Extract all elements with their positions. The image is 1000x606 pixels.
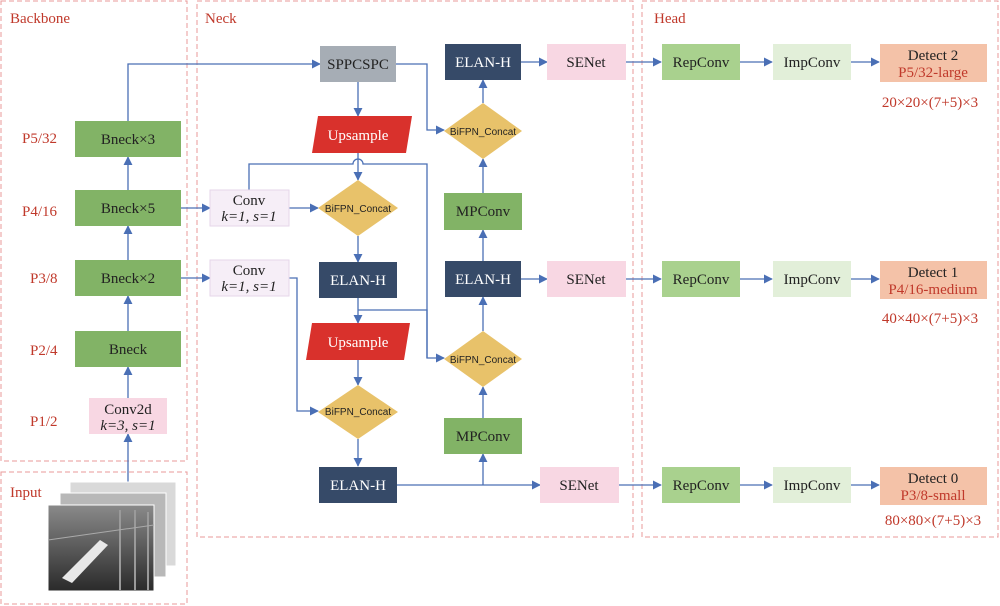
conv2d-params: k=3, s=1 xyxy=(100,418,155,434)
input-title: Input xyxy=(10,485,42,501)
elan-label: ELAN-H xyxy=(455,272,511,288)
bneck5-node: Bneck×5 xyxy=(75,190,181,226)
level-label: P1/2 xyxy=(30,414,58,430)
mpconv-node: MPConv xyxy=(444,418,522,454)
sppcspc-node: SPPCSPC xyxy=(320,46,396,82)
impconv-label: ImpConv xyxy=(784,478,841,494)
conv-label: Conv xyxy=(233,263,266,279)
senet-label: SENet xyxy=(566,55,606,71)
bifpn-label: BiFPN_Concat xyxy=(450,127,516,138)
bneck-node: Bneck xyxy=(75,331,181,367)
detect1-label: Detect 1 xyxy=(908,265,958,281)
mpconv-label: MPConv xyxy=(456,429,511,445)
bifpn-concat-node: BiFPN_Concat xyxy=(318,180,398,236)
conv-params: k=1, s=1 xyxy=(221,209,276,225)
elan-label: ELAN-H xyxy=(330,273,386,289)
elan-h-node: ELAN-H xyxy=(445,261,521,297)
backbone-panel xyxy=(0,0,188,462)
impconv-label: ImpConv xyxy=(784,272,841,288)
mpconv-label: MPConv xyxy=(456,204,511,220)
conv2d-node: Conv2d k=3, s=1 xyxy=(89,398,167,434)
impconv-node: ImpConv xyxy=(773,467,851,503)
upsample-label: Upsample xyxy=(328,128,389,144)
ship-image-stack xyxy=(47,481,177,592)
elan-h-node: ELAN-H xyxy=(445,44,521,80)
elan-h-node: ELAN-H xyxy=(319,262,397,298)
detect1-shape: 40×40×(7+5)×3 xyxy=(882,311,978,327)
detect2-scale: P5/32-large xyxy=(898,65,968,81)
bneck3-node: Bneck×3 xyxy=(75,121,181,157)
elan-h-node: ELAN-H xyxy=(319,467,397,503)
repconv-node: RepConv xyxy=(662,467,740,503)
level-label: P2/4 xyxy=(30,343,58,359)
detect2-node: Detect 2 P5/32-large xyxy=(880,44,987,82)
bneck2-node: Bneck×2 xyxy=(75,260,181,296)
bifpn-label: BiFPN_Concat xyxy=(325,407,391,418)
detect0-node: Detect 0 P3/8-small xyxy=(880,467,987,505)
impconv-label: ImpConv xyxy=(784,55,841,71)
repconv-label: RepConv xyxy=(673,478,730,494)
bifpn-label: BiFPN_Concat xyxy=(325,204,391,215)
bifpn-concat-node: BiFPN_Concat xyxy=(444,331,522,387)
conv-label: Conv xyxy=(233,193,266,209)
repconv-node: RepConv xyxy=(662,261,740,297)
senet-node: SENet xyxy=(540,467,619,503)
detect1-node: Detect 1 P4/16-medium xyxy=(880,261,987,299)
bifpn-label: BiFPN_Concat xyxy=(450,355,516,366)
mpconv-node: MPConv xyxy=(444,193,522,230)
repconv-node: RepConv xyxy=(662,44,740,80)
level-label: P4/16 xyxy=(22,204,58,220)
neck-panel xyxy=(196,0,634,538)
conv-params: k=1, s=1 xyxy=(221,279,276,295)
senet-node: SENet xyxy=(547,44,626,80)
neck-title: Neck xyxy=(205,11,237,27)
senet-node: SENet xyxy=(547,261,626,297)
repconv-label: RepConv xyxy=(673,55,730,71)
sppcspc-label: SPPCSPC xyxy=(327,57,389,73)
elan-label: ELAN-H xyxy=(455,55,511,71)
upsample-node: Upsample xyxy=(306,323,410,360)
conv-node: Conv k=1, s=1 xyxy=(209,189,290,227)
level-label: P3/8 xyxy=(30,271,58,287)
level-label: P5/32 xyxy=(22,131,57,147)
head-title: Head xyxy=(654,11,686,27)
elan-label: ELAN-H xyxy=(330,478,386,494)
detect1-scale: P4/16-medium xyxy=(888,282,977,298)
detect0-label: Detect 0 xyxy=(908,471,958,487)
bneck-label: Bneck xyxy=(109,342,148,358)
input-panel xyxy=(0,471,188,605)
bneck3-label: Bneck×3 xyxy=(101,132,155,148)
repconv-label: RepConv xyxy=(673,272,730,288)
bneck2-label: Bneck×2 xyxy=(101,271,155,287)
bifpn-concat-node: BiFPN_Concat xyxy=(444,103,522,159)
detect0-shape: 80×80×(7+5)×3 xyxy=(885,513,981,529)
head-panel xyxy=(641,0,999,538)
edges xyxy=(123,57,880,495)
impconv-node: ImpConv xyxy=(773,44,851,80)
detect0-scale: P3/8-small xyxy=(900,488,965,504)
senet-label: SENet xyxy=(566,272,606,288)
backbone-title: Backbone xyxy=(10,11,70,27)
bifpn-concat-node: BiFPN_Concat xyxy=(318,385,398,439)
detect2-label: Detect 2 xyxy=(908,48,958,64)
impconv-node: ImpConv xyxy=(773,261,851,297)
upsample-node: Upsample xyxy=(312,116,412,153)
conv2d-label: Conv2d xyxy=(104,402,152,418)
senet-label: SENet xyxy=(559,478,599,494)
upsample-label: Upsample xyxy=(328,335,389,351)
conv-node: Conv k=1, s=1 xyxy=(209,259,290,297)
bneck5-label: Bneck×5 xyxy=(101,201,155,217)
detect2-shape: 20×20×(7+5)×3 xyxy=(882,95,978,111)
